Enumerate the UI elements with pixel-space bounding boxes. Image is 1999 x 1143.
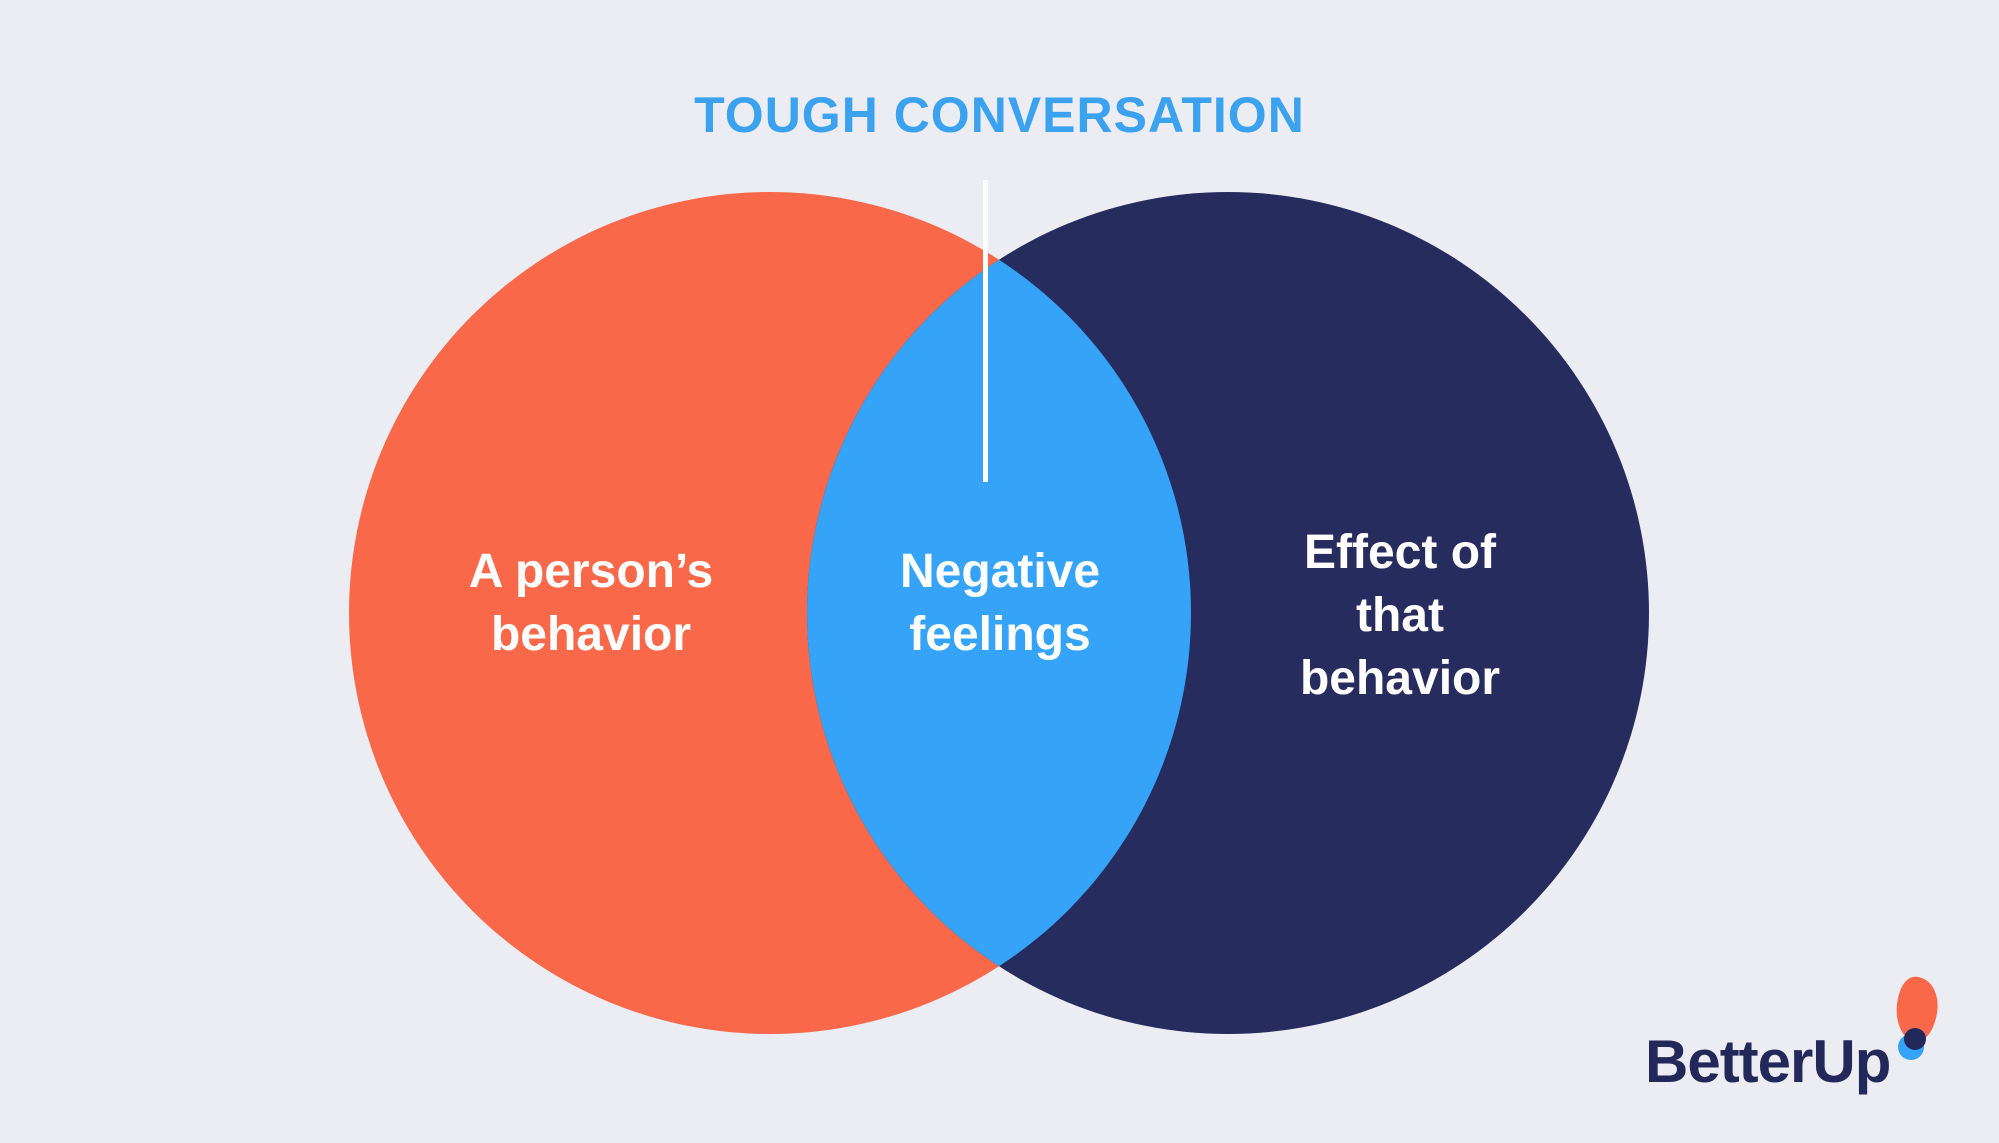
betterup-logo-icon <box>1896 976 1938 1060</box>
right-circle-label: Effect of that behavior <box>1299 526 1501 705</box>
logo-navy-dot <box>1904 1028 1926 1050</box>
intersection-label: Negative feelings <box>899 545 1101 661</box>
left-circle-label: A person’s behavior <box>468 545 714 661</box>
logo-teardrop-shape <box>1896 976 1938 1042</box>
diagram-title: TOUGH CONVERSATION <box>694 87 1305 143</box>
title-connector-line <box>983 180 988 482</box>
betterup-wordmark: BetterUp <box>1645 1028 1891 1095</box>
intersection-region <box>807 192 1191 1034</box>
